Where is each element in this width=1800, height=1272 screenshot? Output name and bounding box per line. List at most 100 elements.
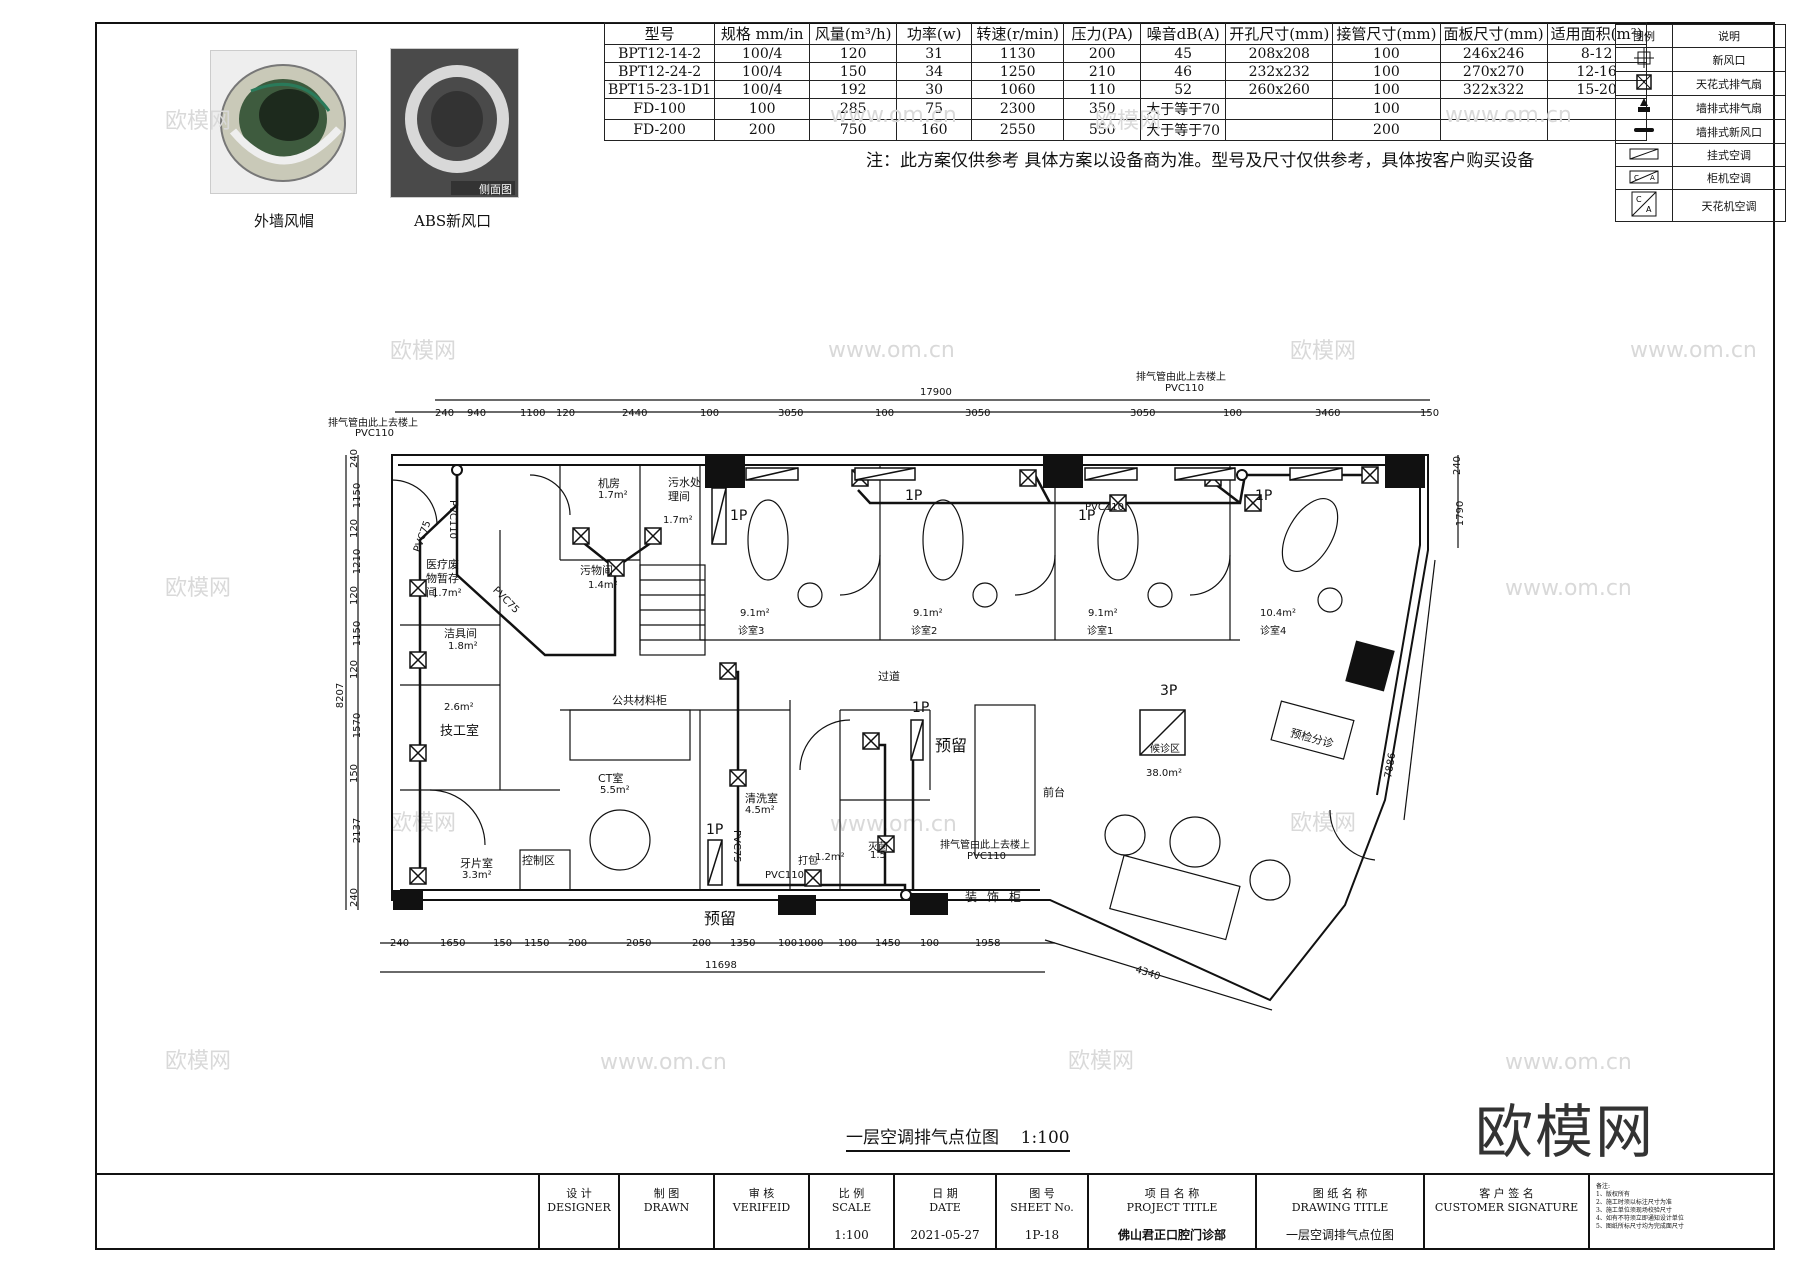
spec-cell: 2550 [971, 119, 1065, 141]
ceiling-exhaust-fan [1019, 469, 1037, 487]
dim-label: 1100 [520, 408, 546, 419]
control-desk [519, 849, 571, 891]
dim-right: 240 [1452, 455, 1464, 476]
watermark-url: www.om.cn [1505, 1050, 1632, 1075]
watermark: 欧模网 [165, 576, 232, 601]
ceiling-exhaust-fan [1244, 494, 1262, 512]
ac-capacity-label: 1P [1255, 488, 1273, 504]
dim-label: 150 [349, 763, 361, 784]
door-arc [1329, 809, 1376, 861]
door-arc [839, 554, 881, 596]
structural-column [393, 890, 423, 910]
room-area: 9.1m² [1088, 608, 1118, 619]
door-arc [1014, 554, 1056, 596]
abs-outlet-image [391, 49, 518, 197]
cabinet-ac [711, 487, 727, 545]
tb-customer: 客 户 签 名 CUSTOMER SIGNATURE [1423, 1175, 1588, 1250]
ceiling-exhaust-fan [572, 527, 590, 545]
legend-label: 墙排式排气扇 [1672, 95, 1786, 120]
wall-cap-image [220, 64, 346, 182]
legend-row: 墙排式排气扇 [1615, 95, 1786, 120]
watermark-url: www.om.cn [1630, 338, 1757, 363]
door-arc [529, 474, 571, 516]
title-block: 设 计 DESIGNER 制 图 DRAWN 审 核 VERIFEID 比 例 … [95, 1173, 1775, 1250]
watermark-url: www.om.cn [1445, 103, 1572, 128]
legend-label: 天花式排气扇 [1672, 71, 1786, 96]
spec-cell: 120 [809, 44, 898, 63]
dim-label: 1450 [875, 938, 901, 949]
watermark-url: www.om.cn [830, 812, 957, 837]
riser-note: 排气管由此上去楼上 [328, 418, 418, 429]
fresh-air-outlet-icon [1634, 48, 1654, 68]
wall-mounted-ac [1289, 467, 1343, 481]
dim-label: 1150 [352, 620, 364, 647]
room-area: 9.1m² [913, 608, 943, 619]
dim-overall-top: 17900 [920, 387, 952, 398]
ceiling-exhaust-fan [804, 869, 822, 887]
tb-drawn: 制 图 DRAWN [618, 1175, 713, 1250]
stool [1147, 582, 1173, 608]
room-name: 诊室1 [1087, 626, 1114, 637]
room-area: 10.4m² [1260, 608, 1297, 619]
dim-label: 120 [349, 659, 361, 680]
dim-overall-left: 8207 [335, 682, 347, 709]
dim-label: 240 [435, 408, 455, 419]
dim-angled: 4340 [1133, 964, 1162, 983]
ceiling-exhaust-fan [409, 579, 427, 597]
riser-pipe-label: PVC110 [355, 428, 394, 439]
room-area: 1.7m² [598, 490, 628, 501]
spec-cell: 246x246 [1439, 44, 1548, 63]
room-name: 灭菌 [868, 842, 888, 853]
room-name: 诊室3 [738, 626, 765, 637]
room-area: 5.5m² [600, 785, 630, 796]
wall-mounted-ac [1084, 467, 1138, 481]
spec-cell: 200 [714, 119, 811, 141]
dim-label: 3460 [1315, 408, 1341, 419]
reserve-label: 预留 [704, 909, 737, 928]
dim-label: 100 [700, 408, 720, 419]
deco-cabinet-label: 装饰柜 [965, 890, 1032, 904]
svg-text:A: A [1650, 174, 1655, 182]
ceiling-exhaust-fan [729, 769, 747, 787]
ceiling-exhaust-fan [409, 867, 427, 885]
room-name: 技工室 [440, 724, 480, 739]
spec-header: 接管尺寸(mm) [1332, 22, 1441, 45]
pipe-label: PVC75 [412, 519, 434, 554]
door-arc [1189, 554, 1231, 596]
dim-label: 1570 [352, 712, 364, 739]
disclaimer-note: 注：此方案仅供参考 具体方案以设备商为准。型号及尺寸仅供参考，具体按客户购买设备 [866, 151, 1535, 171]
tb-notes: 备注: 1、版权所有 2、施工时须以标注尺寸为准 3、施工单位须现场校验尺寸 4… [1588, 1175, 1773, 1250]
plan-title-text: 一层空调排气点位图 [846, 1128, 999, 1148]
spec-header: 规格 mm/in [714, 22, 811, 45]
exhaust-pipe-run [418, 470, 459, 880]
dim-label: 3050 [965, 408, 991, 419]
dim-label: 1210 [352, 548, 364, 575]
svg-text:C: C [1634, 174, 1639, 182]
spec-cell: FD-100 [603, 98, 716, 120]
legend-header-symbol: 图例 [1615, 24, 1673, 48]
cabinet-ac [854, 467, 916, 481]
ceiling-exhaust-fan-icon [1636, 74, 1652, 90]
corridor-label: 过道 [878, 670, 900, 683]
wall-exhaust-fan-icon [1638, 98, 1650, 112]
wall-mounted-ac [910, 719, 924, 761]
legend-row: 墙排式新风口 [1615, 119, 1786, 144]
dim-label: 100 [838, 938, 858, 949]
dim-label: 1958 [975, 938, 1001, 949]
spec-cell: 160 [896, 119, 973, 141]
watermark: 欧模网 [165, 1049, 232, 1074]
wall-cap-photo [210, 50, 357, 194]
spec-cell: 550 [1063, 119, 1142, 141]
dim-right: 1790 [1455, 500, 1467, 527]
waiting-chair [1249, 859, 1291, 901]
structural-column [1385, 455, 1425, 488]
room-area: 1.4m² [588, 580, 618, 591]
dim-label: 240 [390, 938, 410, 949]
dim-label: 200 [692, 938, 712, 949]
riser-point [900, 889, 912, 901]
